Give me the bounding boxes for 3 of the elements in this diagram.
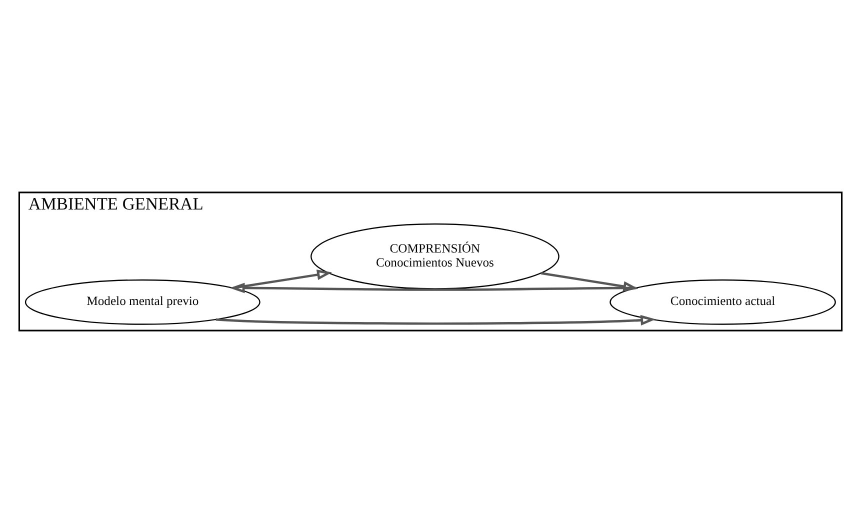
arrow bbox=[540, 272, 638, 292]
node-ellipse: COMPRENSIÓN Conocimientos Nuevos bbox=[310, 223, 560, 290]
node-ellipse: Modelo mental previo bbox=[24, 279, 260, 325]
